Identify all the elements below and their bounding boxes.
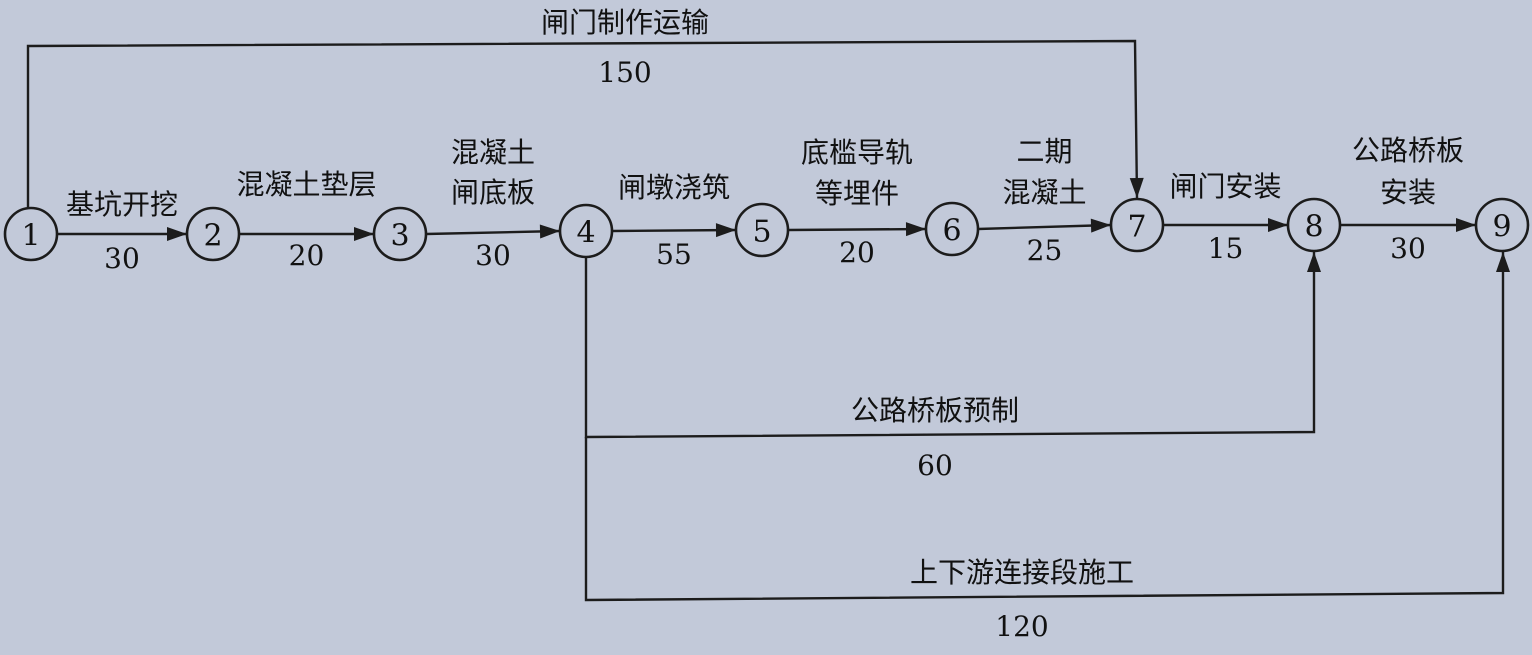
activity-name-8-9: 安装 [1380,176,1436,209]
activity-arrow-4-5 [611,228,737,233]
event-node-1: 1 [3,206,59,262]
activity-name-5-6: 等埋件 [815,177,899,210]
activity-duration-8-9: 30 [1390,232,1426,265]
node-circle [372,206,428,262]
event-node-5: 5 [734,202,790,258]
activity-name-4-8: 公路桥板预制 [851,394,1019,427]
arrowhead-7-8 [1268,218,1288,232]
activity-duration-1-2: 30 [104,242,140,275]
activity-name-7-8: 闸门安装 [1169,170,1281,203]
node-number: 5 [752,215,771,250]
node-circle [1109,197,1165,253]
activity-arrow-4-9 [584,252,1505,602]
event-node-2: 2 [185,206,241,262]
activity-name-5-6: 底槛导轨 [801,136,913,169]
activity-arrows [26,39,1510,602]
activity-arrow-4-8 [584,252,1316,439]
activity-duration-5-6: 20 [839,236,875,269]
node-number: 4 [576,216,595,251]
arrowhead-4-9 [1496,252,1510,272]
activity-name-8-9: 公路桥板 [1352,134,1464,167]
node-number: 8 [1304,210,1323,245]
event-node-3: 3 [372,206,428,262]
activity-arrow-1-7 [26,39,1139,207]
event-node-8: 8 [1286,197,1342,253]
activity-arrow-3-4 [425,229,561,236]
node-number: 3 [390,219,409,254]
activity-name-6-7: 二期 [1016,135,1072,168]
arrowhead-4-5 [715,223,736,238]
activity-name-1-2: 基坑开挖 [66,188,178,221]
arrowhead-8-9 [1456,218,1476,232]
activity-name-4-9: 上下游连接段施工 [910,556,1134,589]
event-nodes: 1 2 3 4 5 6 7 8 9 [3,197,1530,262]
event-node-6: 6 [924,201,980,257]
activity-duration-7-8: 15 [1208,232,1244,265]
activity-duration-4-8: 60 [917,449,953,482]
node-number: 7 [1127,210,1146,245]
arrowhead-3-4 [539,224,560,239]
node-circle [1286,197,1342,253]
node-number: 2 [203,219,222,254]
node-circle [185,206,241,262]
node-number: 1 [21,219,40,254]
node-circle [734,202,790,258]
activity-name-4-5: 闸墩浇筑 [618,171,730,204]
activity-name-2-3: 混凝土垫层 [236,168,376,201]
activity-duration-2-3: 20 [289,239,325,272]
node-number: 6 [942,214,961,249]
activity-labels: 基坑开挖30混凝土垫层20混凝土闸底板30闸墩浇筑55底槛导轨等埋件20二期混凝… [66,6,1464,643]
arrowhead-1-2 [167,227,187,241]
node-circle [3,206,59,262]
node-circle [924,201,980,257]
event-node-4: 4 [558,203,614,259]
event-node-9: 9 [1474,197,1530,253]
activity-name-6-7: 混凝土 [1002,176,1086,209]
event-node-7: 7 [1109,197,1165,253]
arrowhead-4-8 [1307,252,1321,272]
activity-duration-4-5: 55 [656,238,692,271]
activity-name-3-4: 混凝土 [451,136,535,169]
activity-duration-6-7: 25 [1027,234,1063,267]
node-number: 9 [1492,210,1511,245]
activity-name-3-4: 闸底板 [451,176,535,209]
activity-arrow-6-7 [977,223,1112,231]
node-circle [1474,197,1530,253]
node-circle [558,203,614,259]
activity-duration-4-9: 120 [995,610,1048,643]
arrowhead-2-3 [354,227,374,241]
activity-duration-1-7: 150 [598,56,651,89]
activity-name-1-7: 闸门制作运输 [541,6,709,39]
arrowhead-6-7 [1090,218,1111,233]
arrowhead-1-7 [1129,177,1144,198]
activity-duration-3-4: 30 [475,239,511,272]
arrowhead-5-6 [905,222,926,237]
activity-arrow-5-6 [787,227,927,232]
